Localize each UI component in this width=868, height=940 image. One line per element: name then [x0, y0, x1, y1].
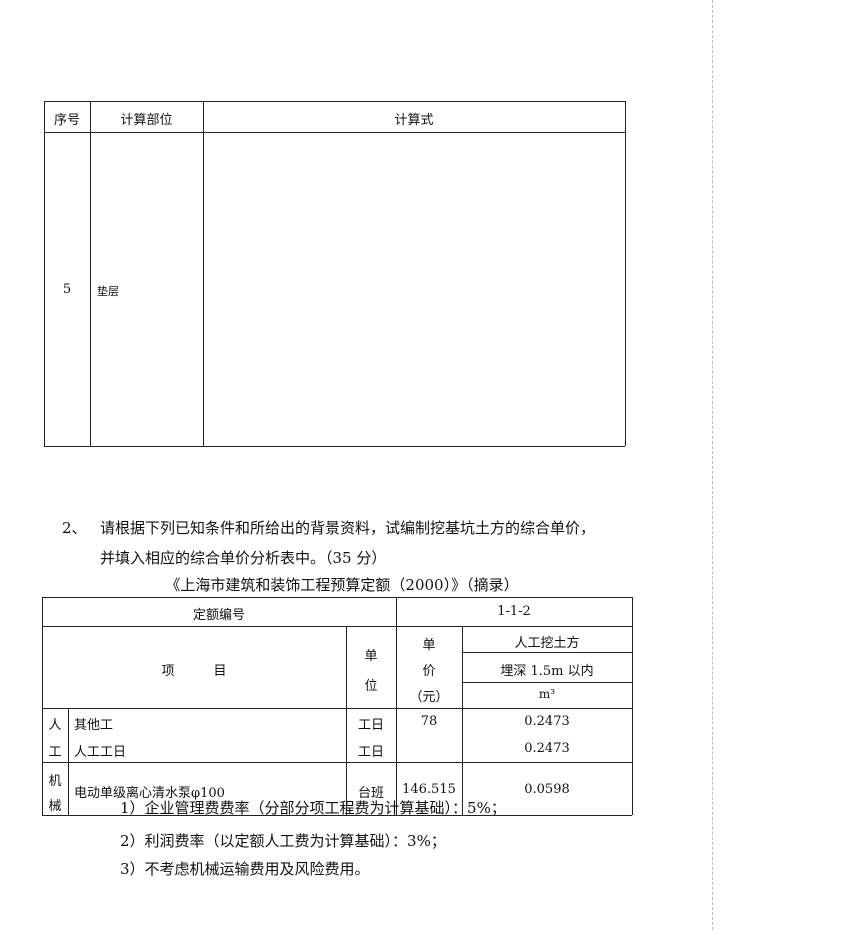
quota-table-title: 《上海市建筑和装饰工程预算定额（2000）》（摘录） — [165, 576, 519, 594]
header-formula: 计算式 — [394, 113, 434, 128]
row-part: 垫层 — [97, 285, 119, 298]
question-number: 2、 — [62, 519, 87, 537]
row-name: 人工工日 — [74, 745, 127, 760]
note-2: 2）利润费率（以定额人工费为计算基础）：3%； — [120, 832, 446, 850]
row-unit: 台班 — [357, 786, 384, 801]
question-line-1: 请根据下列已知条件和所给出的背景资料，试编制挖基坑土方的综合单价， — [100, 519, 596, 537]
row-qty: 0.2473 — [524, 714, 570, 729]
group-label: 人 — [48, 718, 62, 733]
work-name: 人工挖土方 — [514, 636, 580, 651]
page-margin-line — [712, 0, 713, 930]
note-1: 1）企业管理费费率（分部分项工程费为计算基础）：5%； — [120, 799, 506, 817]
quota-no: 1-1-2 — [497, 604, 531, 619]
row-no: 5 — [62, 282, 72, 297]
price-label: （元） — [409, 690, 449, 705]
unit-label: 位 — [364, 679, 378, 694]
header-no: 序号 — [53, 113, 80, 128]
unit-label: 单 — [364, 649, 378, 664]
row-unit: 工日 — [357, 745, 384, 760]
note-3: 3）不考虑机械运输费用及风险费用。 — [120, 860, 370, 878]
group-label: 工 — [48, 745, 62, 760]
group-label: 机 — [48, 774, 62, 789]
question-line-2: 并填入相应的综合单价分析表中。（35 分） — [100, 549, 387, 567]
work-depth: 埋深 1.5m 以内 — [500, 664, 594, 679]
work-unit: m³ — [538, 687, 556, 701]
row-price: 146.515 — [402, 782, 456, 797]
group-label: 械 — [48, 799, 62, 814]
row-qty: 0.0598 — [524, 782, 570, 797]
row-name: 电动单级离心清水泵φ100 — [74, 786, 225, 801]
row-unit: 工日 — [357, 718, 384, 733]
row-price: 78 — [420, 714, 438, 729]
header-part: 计算部位 — [120, 113, 173, 128]
price-label: 价 — [422, 664, 436, 679]
item-label: 项 目 — [161, 664, 227, 679]
row-name: 其他工 — [74, 718, 114, 733]
price-label: 单 — [422, 638, 436, 653]
quota-no-label: 定额编号 — [192, 608, 245, 623]
row-qty: 0.2473 — [524, 741, 570, 756]
